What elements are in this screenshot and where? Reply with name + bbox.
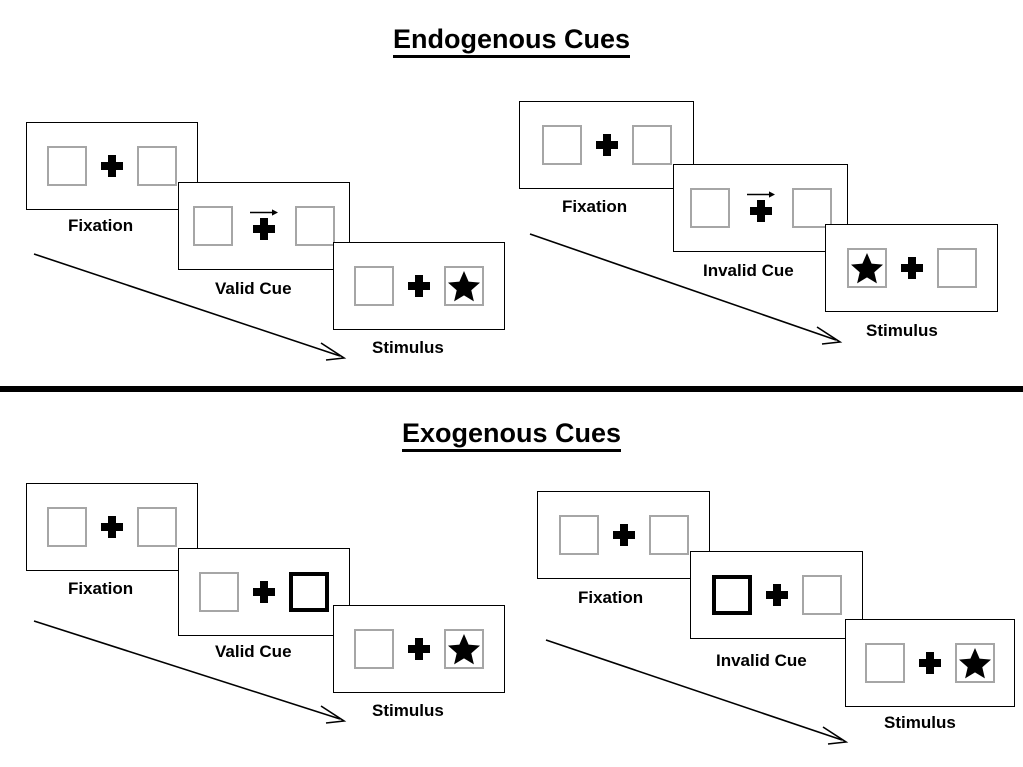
right-box-cued [289, 572, 329, 612]
caption-exogenous-invalid-fixation: Fixation [578, 588, 644, 607]
right-arrow-cue-icon [746, 191, 775, 198]
frame-content [826, 225, 997, 311]
fixation-cross-icon [595, 134, 618, 156]
frame-exogenous-valid-fixation[interactable] [26, 483, 198, 571]
right-arrow-cue-icon [250, 209, 278, 216]
left-box [354, 266, 394, 306]
frame-content [520, 102, 693, 188]
frame-content [334, 243, 504, 329]
left-box [193, 206, 233, 246]
star-icon [448, 271, 480, 302]
left-box-cued [711, 575, 752, 615]
flow-arrow-endogenous-valid [33, 253, 347, 361]
section-title-exogenous: Exogenous Cues [0, 418, 1023, 452]
frame-endogenous-valid-cue[interactable] [178, 182, 350, 270]
frame-content [334, 606, 504, 692]
frame-content [27, 484, 197, 570]
left-box [199, 572, 239, 612]
frame-exogenous-valid-cue[interactable] [178, 548, 350, 636]
right-box [648, 515, 689, 555]
star-icon [448, 634, 480, 665]
caption-exogenous-invalid-stimulus: Stimulus [884, 713, 956, 732]
fixation-cross-icon [253, 581, 275, 603]
section-title-endogenous-text: Endogenous Cues [392, 24, 630, 58]
right-box [444, 266, 484, 306]
frame-endogenous-valid-stimulus[interactable] [333, 242, 505, 330]
fixation-cross-icon [101, 516, 123, 538]
caption-endogenous-valid-cue: Valid Cue [215, 279, 292, 298]
caption-endogenous-valid-fixation: Fixation [68, 216, 134, 235]
star-icon [959, 648, 991, 679]
left-box [846, 248, 887, 288]
flow-arrow-exogenous-valid [33, 620, 347, 724]
frame-endogenous-invalid-fixation[interactable] [519, 101, 694, 189]
left-box [541, 125, 582, 165]
left-box [47, 146, 87, 186]
right-box [295, 206, 335, 246]
frame-content [538, 492, 709, 578]
right-box [137, 507, 177, 547]
frame-exogenous-invalid-fixation[interactable] [537, 491, 710, 579]
section-title-exogenous-text: Exogenous Cues [401, 418, 622, 452]
right-box [137, 146, 177, 186]
fixation-cross-icon [408, 275, 430, 297]
fixation-cross-icon [919, 652, 941, 674]
left-box [558, 515, 599, 555]
fixation-cross-icon [749, 200, 772, 222]
left-box [354, 629, 394, 669]
frame-content [27, 123, 197, 209]
frame-content [179, 549, 349, 635]
center-cue-stack [247, 206, 281, 246]
frame-exogenous-valid-stimulus[interactable] [333, 605, 505, 693]
right-box [955, 643, 995, 683]
flow-arrow-exogenous-invalid [545, 639, 849, 745]
fixation-cross-icon [253, 218, 275, 240]
frame-content [846, 620, 1014, 706]
fixation-cross-icon [101, 155, 123, 177]
right-box [801, 575, 842, 615]
caption-endogenous-invalid-stimulus: Stimulus [866, 321, 938, 340]
right-box [936, 248, 977, 288]
star-icon [850, 253, 883, 284]
flow-arrow-endogenous-invalid [529, 233, 843, 345]
caption-exogenous-invalid-cue: Invalid Cue [716, 651, 807, 670]
fixation-cross-icon [765, 584, 788, 606]
frame-content [179, 183, 349, 269]
frame-content [674, 165, 847, 251]
frame-exogenous-invalid-stimulus[interactable] [845, 619, 1015, 707]
section-divider [0, 386, 1023, 392]
caption-endogenous-valid-stimulus: Stimulus [372, 338, 444, 357]
caption-exogenous-valid-fixation: Fixation [68, 579, 134, 598]
left-box [865, 643, 905, 683]
fixation-cross-icon [408, 638, 430, 660]
caption-exogenous-valid-cue: Valid Cue [215, 642, 292, 661]
caption-endogenous-invalid-fixation: Fixation [562, 197, 628, 216]
right-box [444, 629, 484, 669]
fixation-cross-icon [900, 257, 923, 279]
section-title-endogenous: Endogenous Cues [0, 24, 1023, 58]
left-box [689, 188, 730, 228]
frame-exogenous-invalid-cue[interactable] [690, 551, 863, 639]
right-box [791, 188, 832, 228]
frame-endogenous-invalid-stimulus[interactable] [825, 224, 998, 312]
frame-content [691, 552, 862, 638]
frame-endogenous-valid-fixation[interactable] [26, 122, 198, 210]
caption-endogenous-invalid-cue: Invalid Cue [703, 261, 794, 280]
frame-endogenous-invalid-cue[interactable] [673, 164, 848, 252]
center-cue-stack [744, 188, 778, 228]
caption-exogenous-valid-stimulus: Stimulus [372, 701, 444, 720]
fixation-cross-icon [612, 524, 635, 546]
right-box [631, 125, 672, 165]
left-box [47, 507, 87, 547]
